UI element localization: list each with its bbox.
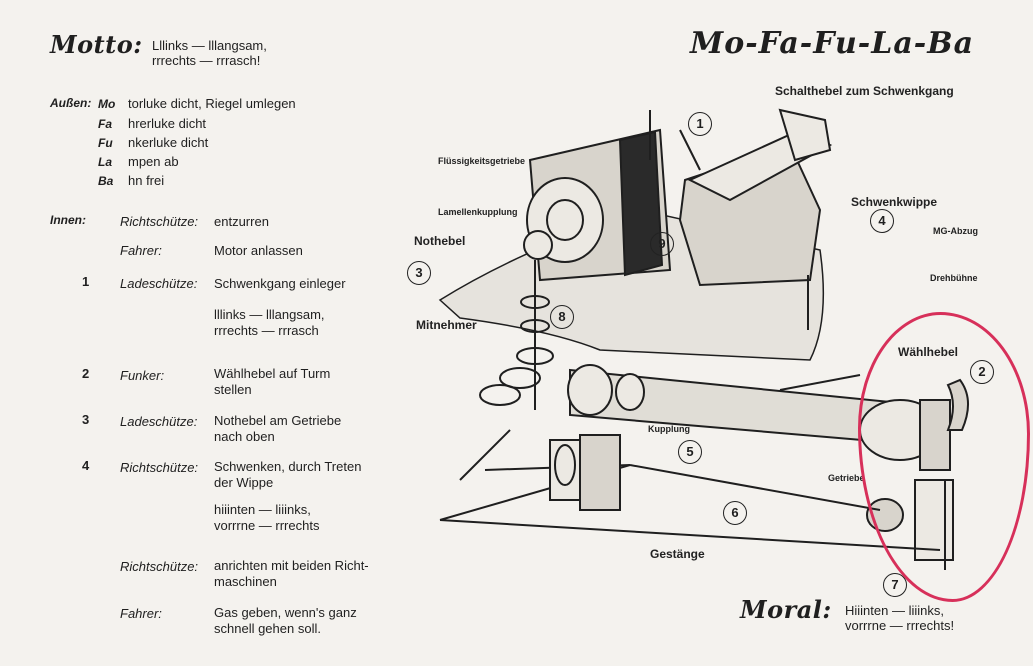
step-number: 1 [82,274,90,289]
label-gestaenge: Gestänge [650,547,705,561]
step-text: Motor anlassen [214,243,303,258]
aussen-rest: mpen ab [128,154,179,169]
label-mitnehmer: Mitnehmer [416,318,477,332]
step-text: Gas geben, wenn's ganz schnell gehen sol… [214,605,357,636]
step-role: Richtschütze: [120,460,199,475]
highlight-circle [858,312,1030,602]
aussen-prefix: Fa [98,117,113,131]
step-text: anrichten mit beiden Richt- maschinen [214,558,369,589]
label-nothebel: Nothebel [414,234,466,248]
step-text: Nothebel am Getriebe nach oben [214,413,342,444]
label-mg-abzug: MG-Abzug [933,226,978,236]
callout-1: 1 [688,112,712,136]
aussen-prefix: Ba [98,174,114,188]
label-kupplung: Kupplung [648,424,690,434]
motto-line: Lllinks — lllangsam, [152,38,267,53]
step-text: hiiinten — liiinks, vorrrne — rrrechts [214,502,320,533]
step-number: 3 [82,412,90,427]
step-role: Fahrer: [120,243,162,258]
label-lamellenkupplung: Lamellenkupplung [438,207,518,217]
step-role: Fahrer: [120,606,162,621]
step-role: Ladeschütze: [120,276,198,291]
motto-text: Lllinks — lllangsam, rrrechts — rrrasch! [152,38,267,68]
motto-line: rrrechts — rrrasch! [152,53,261,68]
callout-3: 3 [407,261,431,285]
motto-title: Motto: [50,30,143,59]
aussen-prefix: Mo [98,97,116,111]
aussen-rest: nkerluke dicht [128,135,209,150]
callout-7: 7 [883,573,907,597]
aussen-prefix: La [98,155,113,169]
callout-4: 4 [870,209,894,233]
aussen-item: Fu nkerluke dicht [98,135,208,150]
step-number: 4 [82,458,90,473]
step-role: Richtschütze: [120,214,199,229]
step-text: Schwenken, durch Treten der Wippe [214,459,362,490]
aussen-rest: torluke dicht, Riegel umlegen [128,96,296,111]
moral-title: Moral: [740,595,832,624]
step-role: Richtschütze: [120,559,199,574]
aussen-label: Außen: [50,96,92,110]
label-fluessigkeitsgetriebe: Flüssigkeitsgetriebe [438,156,526,166]
aussen-prefix: Fu [98,136,113,150]
callout-5: 5 [678,440,702,464]
step-text: Wählhebel auf Turm stellen [214,366,331,397]
moral-text: Hiiinten — liiinks, vorrrne — rrrechts! [845,603,954,633]
label-schwenkwippe: Schwenkwippe [851,195,938,209]
moral-line: Hiiinten — liiinks, [845,603,944,618]
step-text: lllinks — lllangsam, rrrechts — rrrasch [214,307,325,338]
step-text: entzurren [214,214,269,229]
callout-8: 8 [550,305,574,329]
moral-line: vorrrne — rrrechts! [845,618,955,633]
step-text: Schwenkgang einleger [214,276,346,291]
innen-label: Innen: [50,213,86,227]
aussen-rest: hn frei [128,173,165,188]
aussen-item: Ba hn frei [98,173,164,188]
aussen-item: La mpen ab [98,154,179,169]
label-schalthebel: Schalthebel zum Schwenkgang [775,84,954,98]
aussen-rest: hrerluke dicht [128,116,207,131]
label-drehbuehne: Drehbühne [930,273,978,283]
label-getriebe: Getriebe [828,473,865,483]
aussen-item: Mo torluke dicht, Riegel umlegen [98,96,296,111]
step-role: Ladeschütze: [120,414,198,429]
page-title: Mo-Fa-Fu-La-Ba [690,26,975,61]
step-number: 2 [82,366,90,381]
callout-6: 6 [723,501,747,525]
step-role: Funker: [120,368,165,383]
callout-9: 9 [650,232,674,256]
aussen-item: Fa hrerluke dicht [98,116,206,131]
